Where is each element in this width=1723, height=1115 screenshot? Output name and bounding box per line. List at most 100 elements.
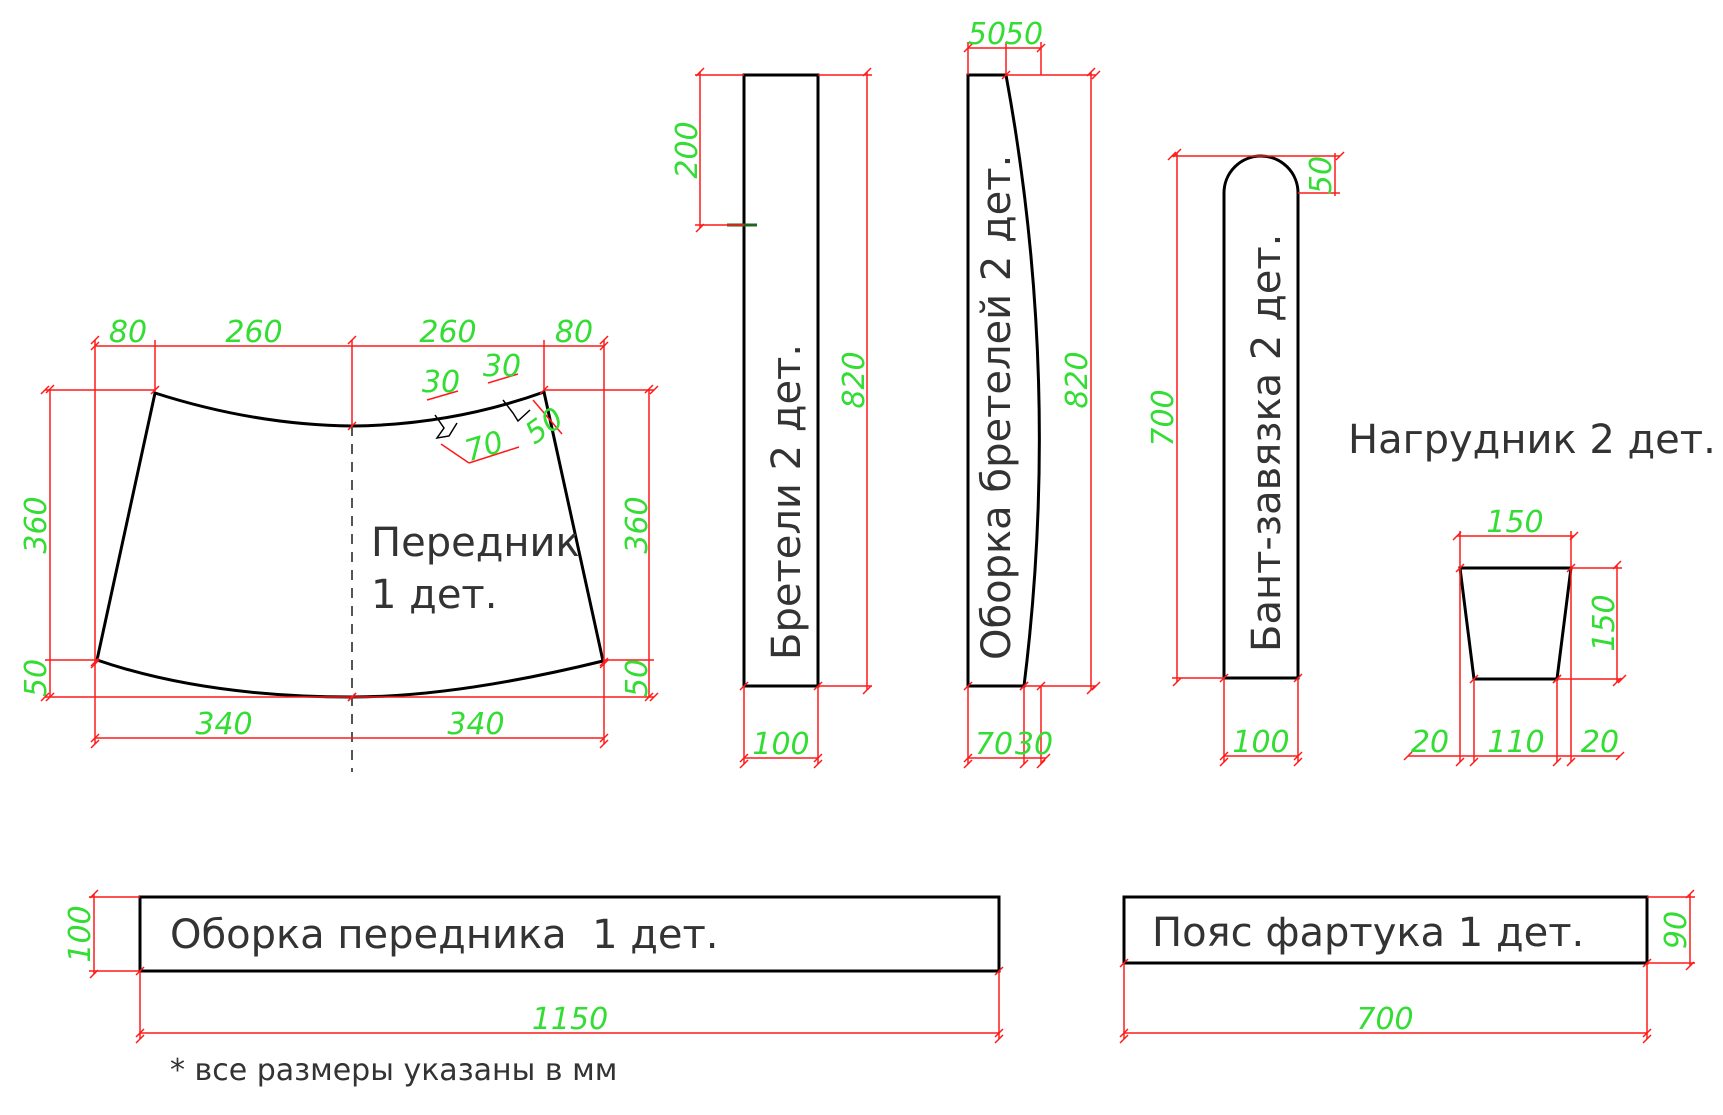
apron-count: 1 дет. — [371, 572, 497, 618]
dimension-tick — [1469, 757, 1479, 767]
apron-dim-drop-right: 50 — [620, 659, 655, 697]
dimension-tick — [1091, 70, 1101, 80]
dimension-tick — [347, 421, 357, 431]
apron-dim-bottom-right: 340 — [447, 707, 504, 742]
dimension-tick — [739, 753, 749, 763]
dimension-tick — [963, 43, 973, 53]
dimension-tick — [963, 753, 973, 763]
dimension-tick — [599, 733, 609, 743]
apron-dim-height-right: 360 — [620, 496, 655, 553]
dimension-tick — [695, 223, 705, 233]
dimension-tick — [539, 385, 549, 395]
dimension-tick — [963, 681, 973, 691]
dimension-tick — [90, 657, 100, 667]
dimension-tick — [963, 759, 973, 769]
dimension-tick — [1455, 563, 1465, 573]
bib-dim-left: 20 — [1411, 725, 1449, 760]
dimension-tick — [739, 681, 749, 691]
strap-ruffle-dim-top-b: 50 — [1005, 17, 1043, 52]
belt-dim-length: 700 — [1356, 1002, 1413, 1037]
dimension-tick — [90, 739, 100, 749]
dimension-tick — [90, 733, 100, 743]
dimension-tick — [1001, 70, 1011, 80]
dimension-tick — [644, 384, 654, 394]
dimension-tick — [89, 969, 99, 979]
dimension-tick — [1167, 151, 1177, 161]
dimension-tick — [599, 341, 609, 351]
dimension-tick — [1335, 151, 1345, 161]
dimension-tick — [1293, 673, 1303, 683]
dimension-tick — [1219, 757, 1229, 767]
apron-name: Передник — [371, 520, 580, 566]
dimension-tick — [1615, 751, 1625, 761]
dimension-tick — [40, 385, 50, 395]
dimension-tick — [1019, 681, 1029, 691]
dimension-tick — [1036, 43, 1046, 53]
dimension-tick — [1119, 1034, 1129, 1044]
strap-ruffle-dim-length: 820 — [1060, 351, 1095, 408]
belt-outline — [1122, 895, 1649, 965]
dimension-tick — [90, 659, 100, 669]
dimension-tick — [45, 692, 55, 702]
apron-ruffle-dim-height: 100 — [63, 905, 98, 962]
apron-outline — [95, 390, 605, 699]
bib-outline — [1458, 566, 1573, 681]
dimension-tick — [1617, 674, 1627, 684]
dimension-tick — [862, 67, 872, 77]
dimension-tick — [813, 759, 823, 769]
dimension-tick — [994, 1034, 1004, 1044]
dimension-tick — [1019, 759, 1029, 769]
dimension-tick — [1469, 674, 1479, 684]
bow-tie-piece: 50 700 100 Бант-завязка 2 дет. — [1146, 153, 1340, 762]
dimension-tick — [135, 1034, 145, 1044]
dimension-tick — [994, 966, 1004, 976]
apron-dim-height-left: 360 — [19, 496, 54, 553]
apron-dim-top-inner-right: 260 — [419, 315, 476, 350]
bib-dim-middle: 110 — [1487, 725, 1544, 760]
dimension-tick — [1293, 757, 1303, 767]
dimension-tick — [1036, 759, 1046, 769]
dimension-tick — [1685, 889, 1695, 899]
belt-piece: 90 700 Пояс фартука 1 дет. — [1122, 894, 1695, 1039]
bow-tie-dim-length: 700 — [1146, 389, 1181, 446]
dimension-tick — [1552, 757, 1562, 767]
dimension-tick — [1119, 1028, 1129, 1038]
apron-dim-bottom-left: 340 — [195, 707, 252, 742]
apron-dim-drop-left: 50 — [19, 659, 54, 697]
dimension-tick — [347, 692, 357, 702]
apron-dim-top-inner-left: 260 — [225, 315, 282, 350]
apron-piece: 80 260 260 80 30 30 70 50 360 50 360 50 … — [19, 315, 655, 772]
bow-tie-dim-width: 100 — [1232, 725, 1289, 760]
dimension-tick — [695, 67, 705, 77]
dimension-tick — [1091, 681, 1101, 691]
dimension-tick — [150, 385, 160, 395]
dimension-tick — [347, 335, 357, 345]
belt-label: Пояс фартука 1 дет. — [1152, 910, 1584, 956]
apron-ruffle-label: Оборка передника 1 дет. — [170, 912, 719, 958]
dimension-tick — [40, 692, 50, 702]
dimension-tick — [1642, 1028, 1652, 1038]
dimension-tick — [90, 335, 100, 345]
strap-ruffle-piece: 50 50 820 70 30 Оборка бретелей 2 дет. — [966, 17, 1096, 764]
dimension-tick — [1219, 673, 1229, 683]
dimension-tick — [1452, 531, 1462, 541]
strap-ruffle-dim-bottom-b: 30 — [1015, 727, 1053, 762]
apron-dim-top-outer-right: 80 — [555, 315, 593, 350]
apron-dim-top-outer-left: 80 — [109, 315, 147, 350]
dimension-tick — [135, 966, 145, 976]
dimension-tick — [1642, 958, 1652, 968]
apron-pleat-notch-1 — [434, 414, 458, 440]
dimension-tick — [649, 692, 659, 702]
dimension-tick — [1642, 1034, 1652, 1044]
dimension-tick — [1566, 563, 1576, 573]
dimension-tick — [1293, 751, 1303, 761]
dimension-tick — [1685, 961, 1695, 971]
dimension-tick — [89, 889, 99, 899]
dimension-tick — [1119, 958, 1129, 968]
dimension-tick — [1086, 67, 1096, 77]
dimension-tick — [1455, 757, 1465, 767]
footnote: * все размеры указаны в мм — [170, 1053, 617, 1088]
dimension-tick — [599, 659, 609, 669]
dimension-tick — [1172, 148, 1182, 158]
